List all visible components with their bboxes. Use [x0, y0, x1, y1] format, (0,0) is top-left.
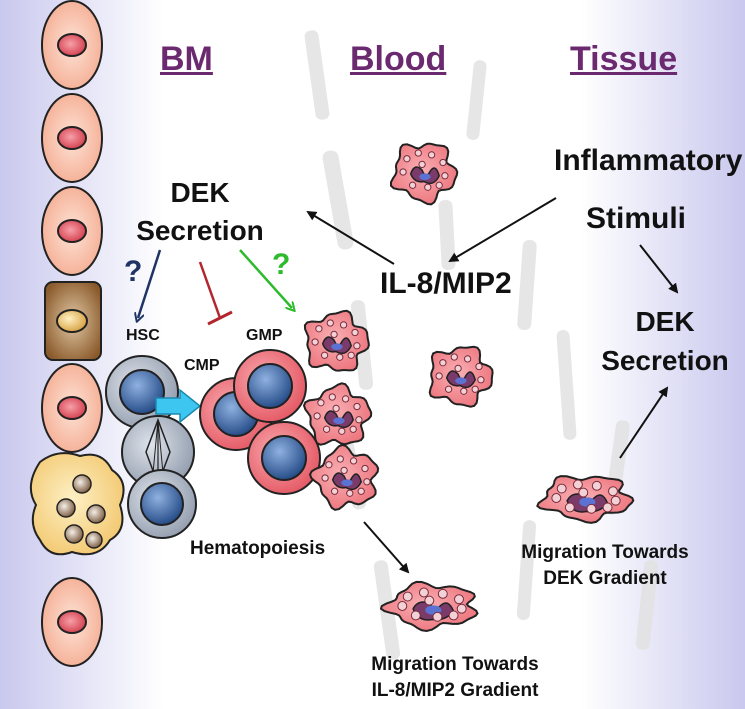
neutrophil-bm — [303, 309, 370, 372]
migration-to-dek-arrow — [619, 386, 669, 459]
dek-secretion-bm-line1: DEK — [170, 177, 230, 208]
endothelial-cell — [41, 0, 103, 90]
header-tissue: Tissue — [570, 40, 678, 78]
dividing-hsc-cell — [121, 415, 195, 489]
endothelial-cell — [41, 186, 103, 276]
dek-secretion-tissue-line1: DEK — [635, 306, 695, 337]
dek-inhibits-cmp — [198, 261, 233, 326]
neutrophil-bm — [302, 382, 373, 446]
endothelial-cell — [41, 93, 103, 183]
neutrophil-migrating-il8 — [379, 580, 479, 633]
hsc-cell — [127, 469, 197, 539]
dek-secretion-tissue-line2: Secretion — [601, 345, 729, 376]
endothelial-cell — [41, 577, 103, 667]
dek-secretion-bm-line2: Secretion — [136, 215, 264, 246]
migration-dek-line1: Migration Towards — [521, 542, 689, 563]
header-bm: BM — [160, 40, 213, 78]
stromal-granule-cell — [29, 452, 125, 556]
migration-il8-line1: Migration Towards — [371, 654, 539, 675]
hematopoiesis-label: Hematopoiesis — [190, 538, 326, 559]
hsc-cell-cluster — [105, 355, 197, 539]
stimuli-to-il8-arrow — [448, 197, 557, 263]
arrows — [138, 197, 679, 574]
neutrophil-bm — [308, 443, 380, 511]
inflammatory-label: Inflammatory — [554, 144, 743, 177]
neutrophil-blood — [390, 142, 459, 206]
gmp-label: GMP — [246, 327, 283, 344]
hsc-label: HSC — [126, 327, 160, 344]
gmp-cell — [233, 349, 307, 423]
endothelial-cell — [41, 363, 103, 453]
question-mark-hsc: ? — [124, 255, 143, 288]
stimuli-label: Stimuli — [586, 202, 687, 235]
cmp-label: CMP — [184, 357, 220, 374]
neutrophil-group — [302, 142, 635, 633]
neutrophil-migrating-dek — [536, 475, 635, 524]
neutrophil-egress-arrow — [363, 521, 410, 574]
il8-to-dek-bm-arrow — [306, 210, 395, 265]
il8-mip2-label: IL-8/MIP2 — [380, 267, 512, 300]
endothelial-lining — [29, 0, 125, 667]
differentiation-arrow — [155, 388, 202, 424]
osteoblast-cell — [44, 281, 102, 361]
neutrophil-blood — [428, 345, 494, 408]
migration-dek-line2: DEK Gradient — [543, 568, 667, 589]
header-blood: Blood — [350, 40, 447, 78]
stimuli-to-dek-tissue-arrow — [639, 244, 679, 294]
gmp-cell — [247, 421, 321, 495]
migration-il8-line2: IL-8/MIP2 Gradient — [371, 680, 539, 701]
question-mark-gmp: ? — [272, 248, 291, 281]
dek-to-hsc-arrow — [138, 249, 162, 318]
dek-to-gmp-arrow — [239, 249, 292, 308]
